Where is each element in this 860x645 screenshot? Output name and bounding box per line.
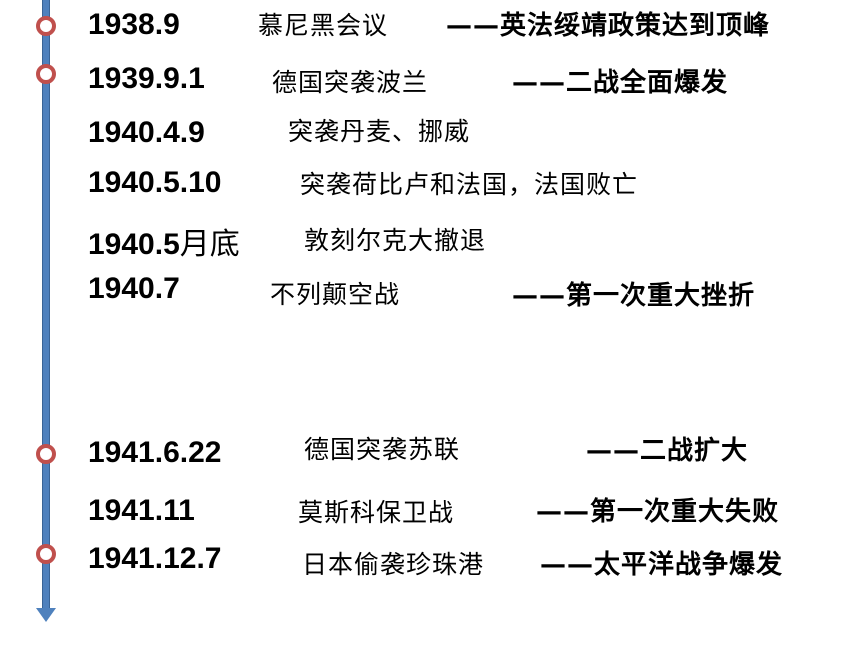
timeline-axis	[42, 0, 50, 610]
timeline-marker	[36, 64, 56, 84]
timeline-marker	[36, 544, 56, 564]
entry-note: ——第一次重大挫折	[512, 281, 756, 311]
entry-date: 1940.7	[88, 272, 180, 305]
entry-date: 1939.9.1	[88, 62, 205, 95]
timeline-marker	[36, 444, 56, 464]
entry-date-suffix: 月底	[179, 227, 240, 262]
entry-event: 日本偷袭珍珠港	[302, 550, 485, 579]
entry-date: 1940.5月底	[88, 219, 240, 263]
timeline-marker	[36, 16, 56, 36]
entry-note: ——二战扩大	[586, 436, 749, 466]
entry-event: 不列颠空战	[270, 280, 401, 309]
entry-note: ——第一次重大失败	[536, 497, 780, 527]
entry-event: 突袭荷比卢和法国，法国败亡	[300, 170, 639, 199]
entry-event: 慕尼黑会议	[258, 11, 389, 40]
entry-date: 1940.5.10	[88, 166, 222, 199]
entry-date: 1941.12.7	[88, 542, 222, 575]
entry-event: 德国突袭苏联	[304, 435, 461, 464]
entry-date: 1941.6.22	[88, 436, 222, 469]
entry-event: 莫斯科保卫战	[298, 498, 455, 527]
entry-note: ——英法绥靖政策达到顶峰	[446, 11, 771, 41]
entry-event: 德国突袭波兰	[272, 68, 429, 97]
entry-event: 突袭丹麦、挪威	[288, 117, 471, 146]
timeline-arrow-icon	[36, 608, 56, 622]
entry-date: 1938.9	[88, 8, 180, 41]
entry-date: 1941.11	[88, 494, 195, 527]
entry-note: ——太平洋战争爆发	[540, 550, 784, 580]
entry-event: 敦刻尔克大撤退	[304, 226, 487, 255]
entry-note: ——二战全面爆发	[512, 68, 729, 98]
entry-date: 1940.4.9	[88, 116, 205, 149]
entry-date-number: 1940.5	[88, 228, 180, 261]
